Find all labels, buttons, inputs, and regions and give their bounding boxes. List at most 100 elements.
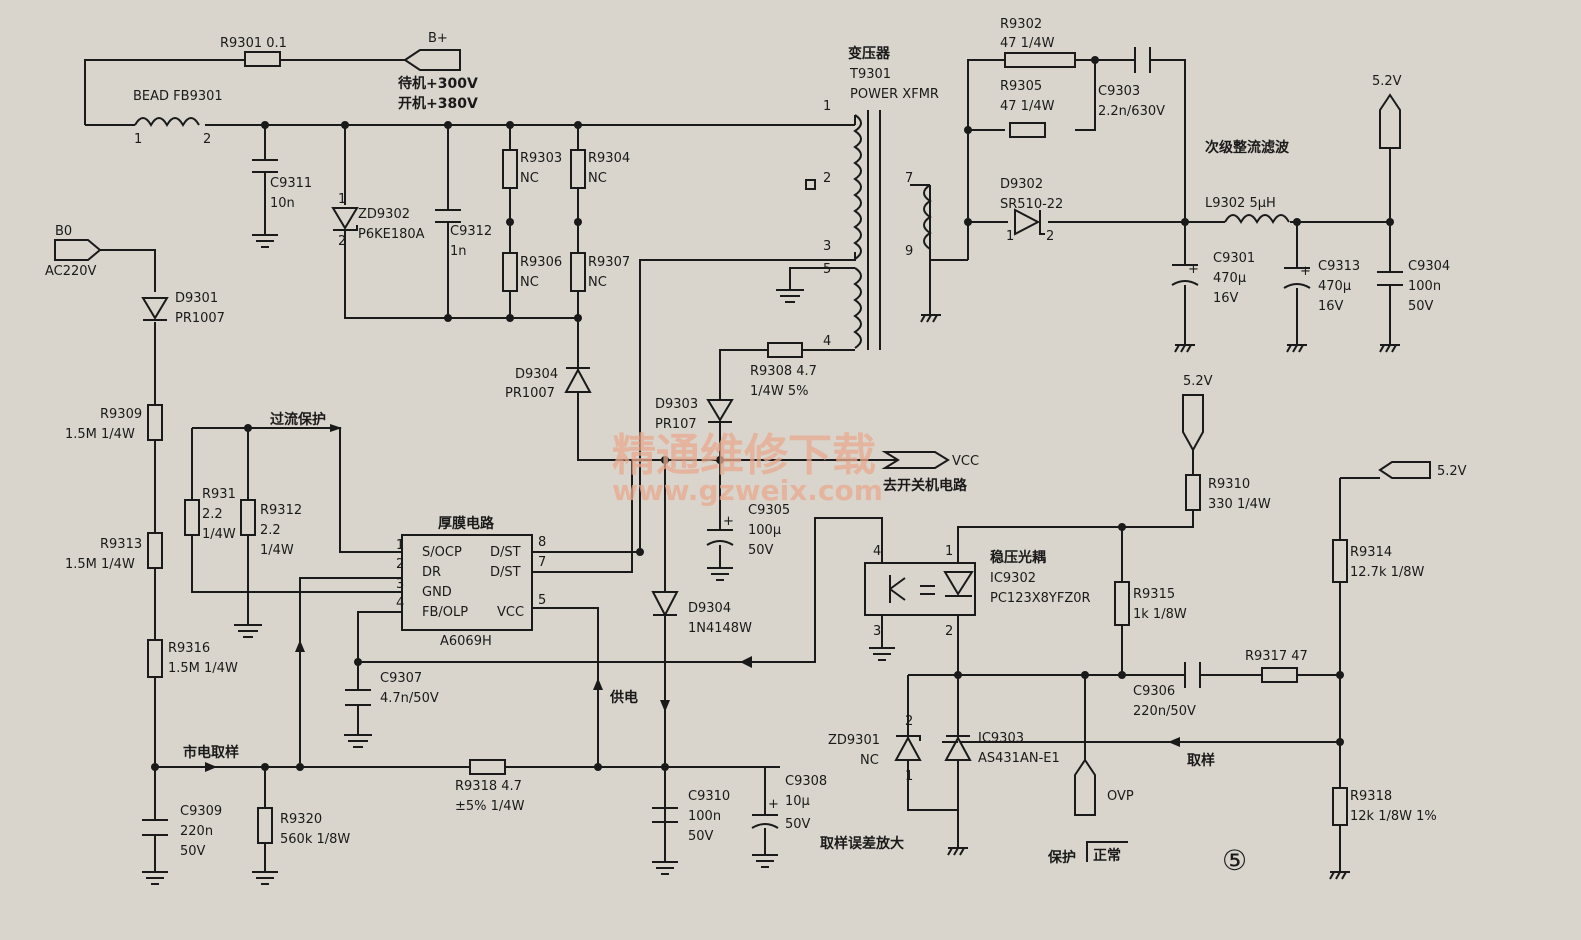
r9312-value: 2.2 bbox=[260, 523, 281, 538]
d9302-label: D9302 bbox=[1000, 177, 1043, 192]
r9305-value: 47 1/4W bbox=[1000, 99, 1055, 114]
optocoupler-ic9302 bbox=[864, 562, 976, 616]
r9320-value: 560k 1/8W bbox=[280, 832, 350, 847]
r9306-label: R9306 bbox=[520, 255, 562, 270]
opto-pin3: 3 bbox=[873, 624, 881, 639]
r9308-value: 1/4W 5% bbox=[750, 384, 809, 399]
d9304-1n4148w-diode bbox=[651, 591, 679, 618]
l9302-inductor bbox=[1224, 214, 1290, 225]
r9304-label: R9304 bbox=[588, 151, 630, 166]
zd9302-value: P6KE180A bbox=[358, 227, 425, 242]
r9307-resistor bbox=[570, 252, 586, 292]
xfmr-pin7: 7 bbox=[905, 171, 913, 186]
opto-label-cn: 稳压光耦 bbox=[990, 549, 1046, 566]
c9306-value: 220n/50V bbox=[1133, 704, 1196, 719]
feedback-arrow bbox=[740, 656, 752, 668]
c9308-label: C9308 bbox=[785, 774, 827, 789]
c9304-capacitor bbox=[1377, 271, 1403, 286]
ic-pin-num-5: 5 bbox=[538, 593, 546, 608]
d9302-diode bbox=[1014, 208, 1041, 236]
ic-pin-num-4: 4 bbox=[396, 596, 404, 611]
junctions bbox=[151, 56, 1394, 771]
b0-label: B0 bbox=[55, 224, 72, 239]
c9303-capacitor bbox=[1134, 47, 1151, 73]
ic-pin-num-2: 2 bbox=[396, 557, 404, 572]
v52-feed-label: 5.2V bbox=[1183, 374, 1213, 389]
zd9301-zener bbox=[894, 735, 922, 761]
c9308-voltage: 50V bbox=[785, 817, 811, 832]
r9310-value: 330 1/4W bbox=[1208, 497, 1271, 512]
r9309-resistor bbox=[147, 404, 163, 441]
d9302-pin1: 1 bbox=[1006, 229, 1014, 244]
v52-feed-connector bbox=[1182, 394, 1204, 453]
r9318a-value: 12k 1/8W 1% bbox=[1350, 809, 1437, 824]
c9305-capacitor bbox=[706, 529, 734, 546]
r9313-resistor bbox=[147, 532, 163, 569]
c9305-voltage: 50V bbox=[748, 543, 774, 558]
ac-label: AC220V bbox=[45, 264, 97, 279]
opto-label: IC9302 bbox=[990, 571, 1036, 586]
wiring bbox=[84, 59, 1391, 872]
d9304a-label: D9304 bbox=[515, 367, 558, 382]
c9313-capacitor bbox=[1283, 267, 1311, 289]
to-switch-circuit-label: 去开关机电路 bbox=[883, 477, 968, 494]
r9314-value: 12.7k 1/8W bbox=[1350, 565, 1425, 580]
c9301-voltage: 16V bbox=[1213, 291, 1239, 306]
zd9302-zener bbox=[331, 207, 359, 230]
r9308-label: R9308 4.7 bbox=[750, 364, 817, 379]
ic-a6069h bbox=[401, 534, 533, 631]
c9310-label: C9310 bbox=[688, 789, 730, 804]
c9311-value: 10n bbox=[270, 196, 295, 211]
r9304-value: NC bbox=[588, 171, 607, 186]
r931-resistor bbox=[184, 499, 200, 536]
c9309-value: 220n bbox=[180, 824, 213, 839]
d9301-diode bbox=[141, 297, 169, 320]
ic-pin-num-1: 1 bbox=[396, 538, 404, 553]
r9304-resistor bbox=[570, 149, 586, 189]
bead-inductor bbox=[134, 117, 200, 128]
r9312-power: 1/4W bbox=[260, 543, 294, 558]
xfmr-pin1: 1 bbox=[823, 99, 831, 114]
r9303-label: R9303 bbox=[520, 151, 562, 166]
r931-label: R931 bbox=[202, 487, 236, 502]
d9303-value: PR107 bbox=[655, 417, 697, 432]
r9302-value: 47 1/4W bbox=[1000, 36, 1055, 51]
r9301-resistor bbox=[244, 51, 281, 67]
r9318-12k-resistor bbox=[1332, 787, 1348, 826]
d9301-label: D9301 bbox=[175, 291, 218, 306]
c9301-label: C9301 bbox=[1213, 251, 1255, 266]
zd9301-label: ZD9301 bbox=[828, 733, 880, 748]
r9318b-label: R9318 4.7 bbox=[455, 779, 522, 794]
d9304b-label: D9304 bbox=[688, 601, 731, 616]
xfmr-pin3: 3 bbox=[823, 239, 831, 254]
r9309-label: R9309 bbox=[100, 407, 142, 422]
normal-label: 正常 bbox=[1093, 847, 1121, 864]
b-plus-label: B+ bbox=[428, 31, 448, 46]
v52-output-label: 5.2V bbox=[1372, 74, 1402, 89]
r931-value: 2.2 bbox=[202, 507, 223, 522]
c9305-value: 100μ bbox=[748, 523, 781, 538]
r9320-resistor bbox=[257, 807, 273, 844]
c9306-capacitor bbox=[1184, 662, 1201, 688]
zd9302-pin1: 1 bbox=[338, 192, 346, 207]
ic-pin-num-7: 7 bbox=[538, 555, 546, 570]
bead-label: BEAD FB9301 bbox=[133, 89, 223, 104]
r9318b-value: ±5% 1/4W bbox=[455, 799, 525, 814]
r9302-resistor bbox=[1004, 52, 1076, 68]
r9314-resistor bbox=[1332, 539, 1348, 583]
c9301-value: 470μ bbox=[1213, 271, 1246, 286]
c9301-capacitor bbox=[1171, 264, 1199, 286]
r9318-4r7-resistor bbox=[469, 759, 506, 775]
ic-pin-vcc: VCC bbox=[497, 605, 524, 620]
l9302-label: L9302 5μH bbox=[1205, 196, 1276, 211]
r9315-resistor bbox=[1114, 581, 1130, 626]
c9309-capacitor bbox=[142, 819, 168, 836]
r9320-label: R9320 bbox=[280, 812, 322, 827]
r9307-label: R9307 bbox=[588, 255, 630, 270]
sample-up-arrow bbox=[295, 640, 305, 652]
c9310-voltage: 50V bbox=[688, 829, 714, 844]
r9307-value: NC bbox=[588, 275, 607, 290]
r9308-resistor bbox=[767, 342, 803, 358]
r9313-value: 1.5M 1/4W bbox=[65, 557, 135, 572]
r9310-resistor bbox=[1185, 474, 1201, 511]
